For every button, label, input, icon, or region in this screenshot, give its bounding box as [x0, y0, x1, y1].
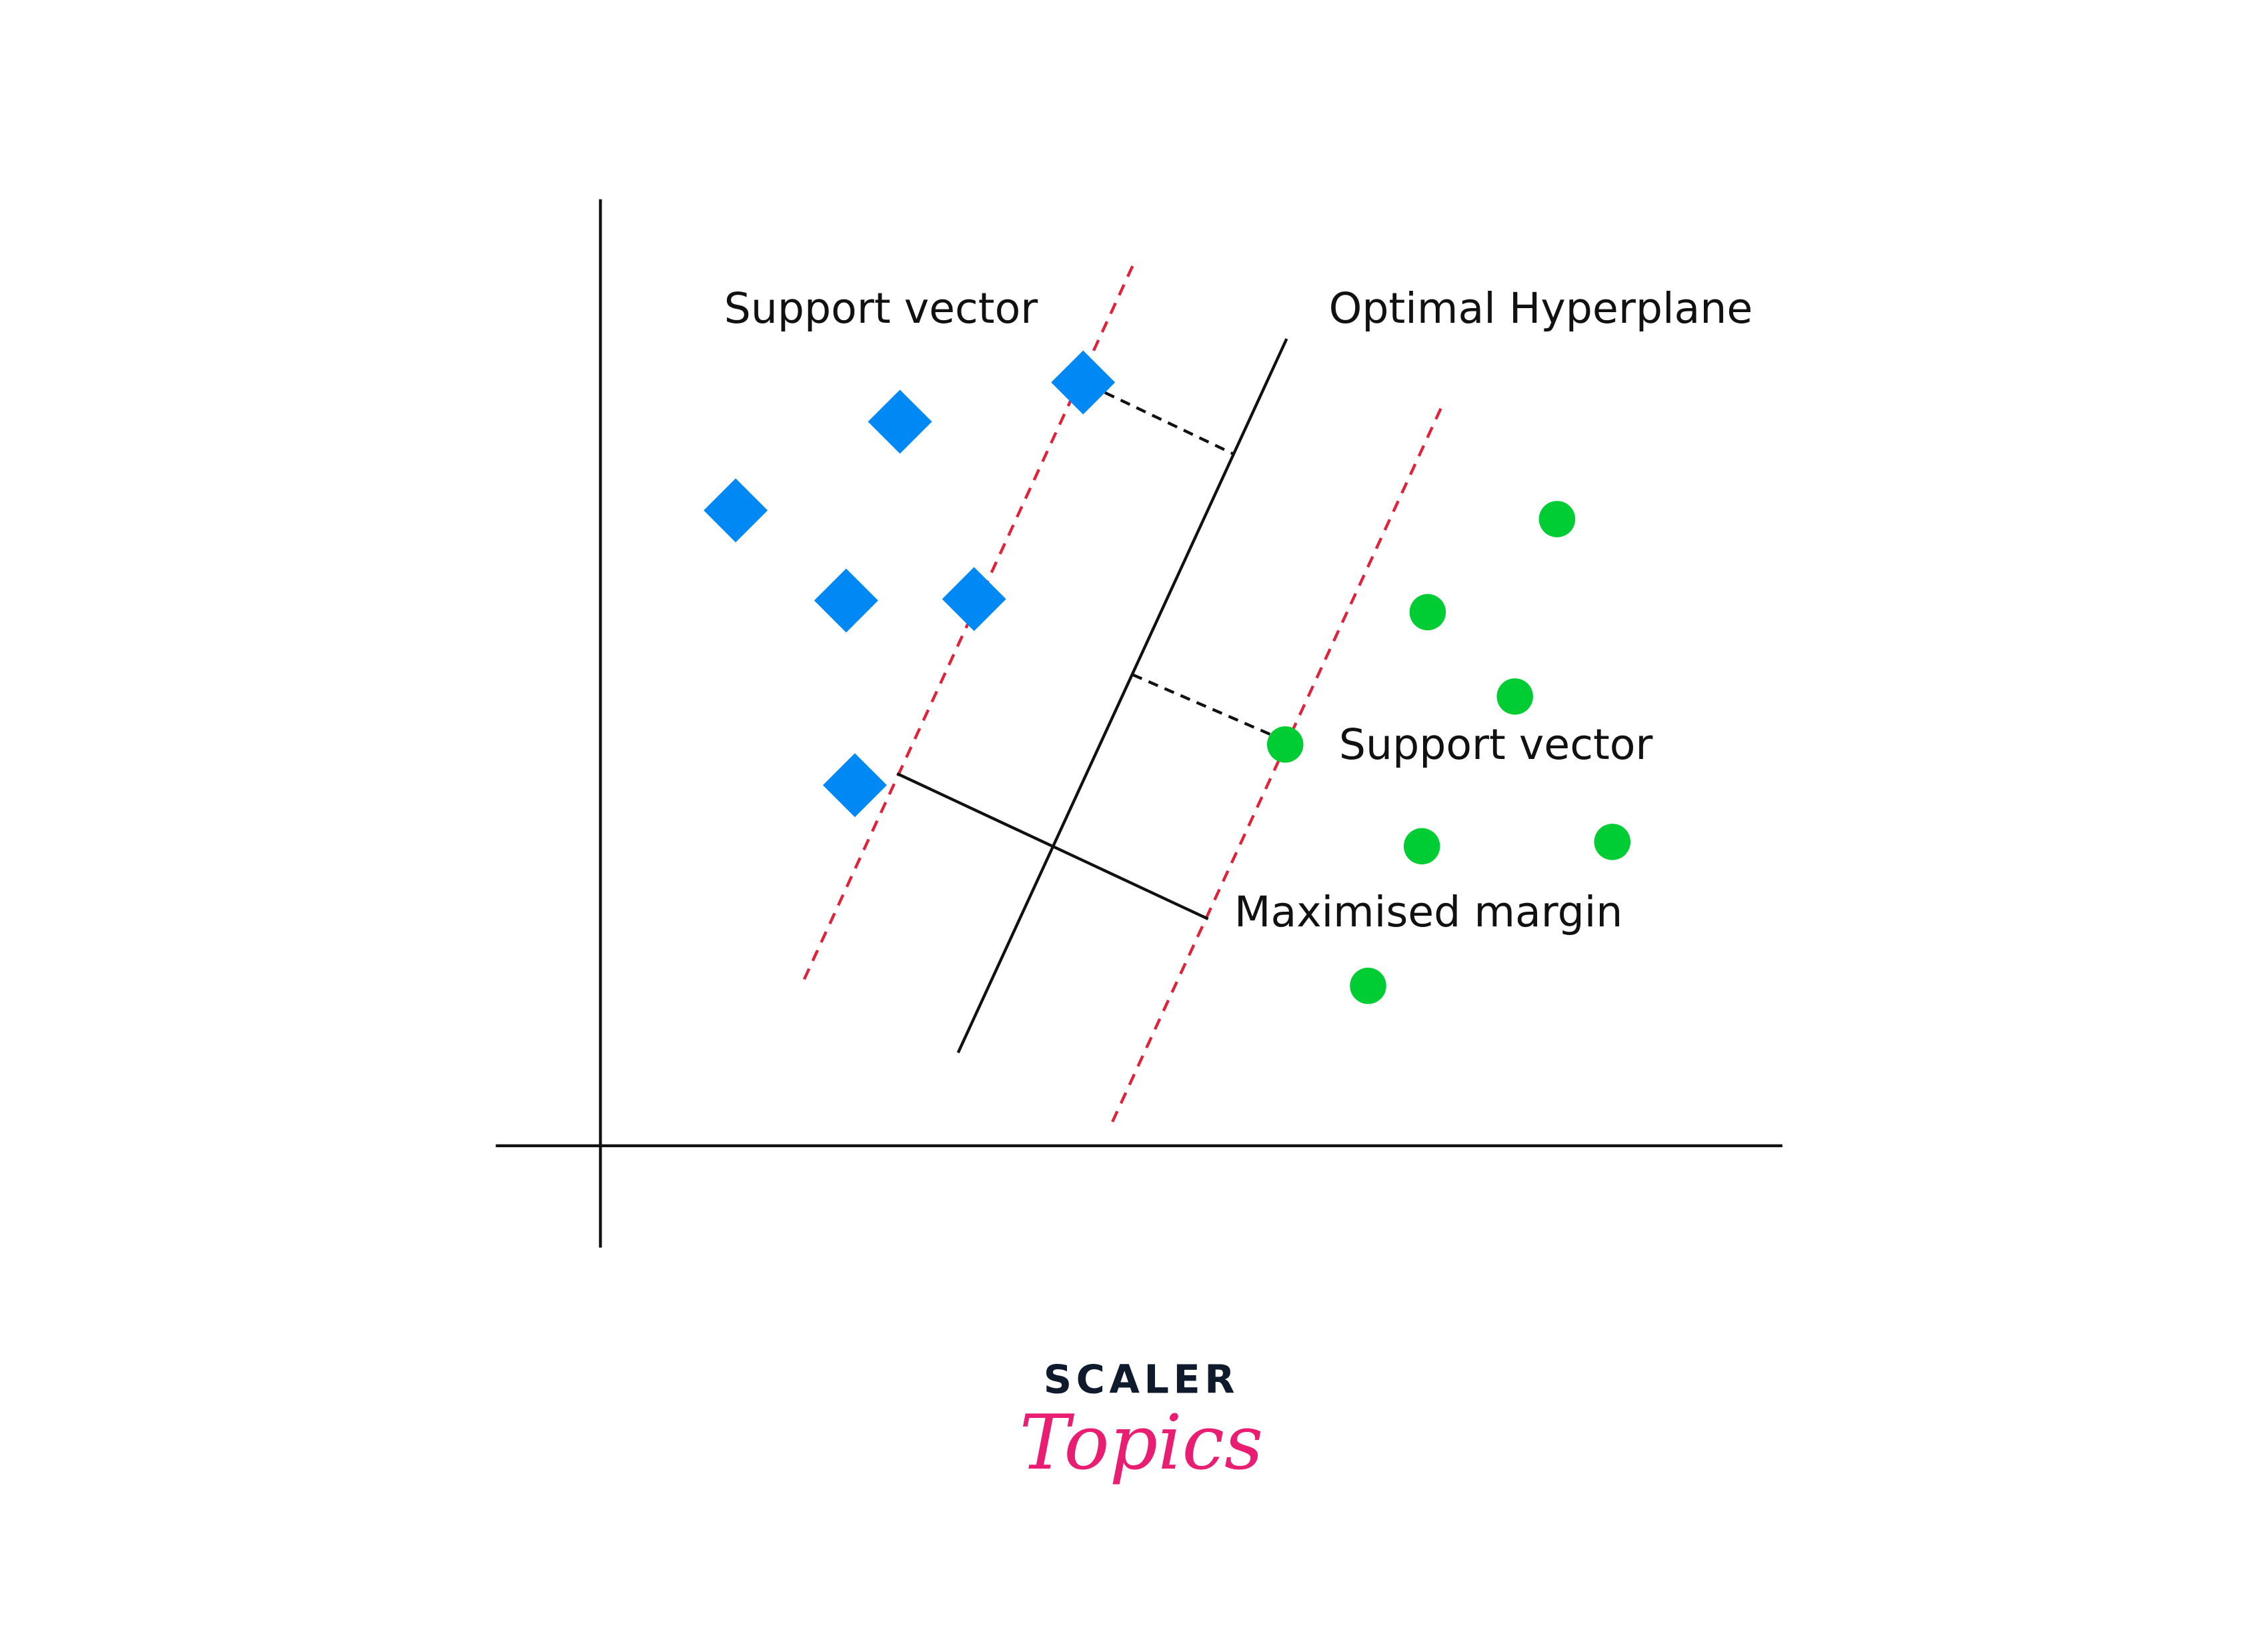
- class-b-point: [1350, 967, 1386, 1004]
- class-a-point: [814, 568, 878, 633]
- logo-scaler: SCALER: [1044, 1357, 1239, 1403]
- class-b-point: [1538, 501, 1576, 538]
- support-distance-bottom: [1132, 673, 1274, 738]
- support-distance-top: [1104, 391, 1234, 456]
- class-a-point: [1051, 350, 1116, 415]
- annotation-label: Optimal Hyperplane: [1329, 283, 1753, 333]
- class-a-point: [942, 567, 1006, 632]
- annotation-label: Support vector: [1339, 720, 1653, 769]
- class-a-point: [868, 389, 932, 454]
- scaler-topics-logo: SCALER Topics: [1020, 1357, 1264, 1487]
- annotation-label: Maximised margin: [1234, 887, 1622, 936]
- margin-boundary-right: [1109, 408, 1442, 1126]
- logo-topics: Topics: [1020, 1399, 1264, 1487]
- optimal-hyperplane: [956, 338, 1288, 1054]
- class-a-point: [704, 478, 768, 543]
- annotation-label: Support vector: [724, 283, 1038, 333]
- class-b-point: [1266, 726, 1304, 763]
- maximised-margin-line: [896, 772, 1209, 920]
- class-b-point: [1403, 828, 1440, 865]
- class-b-point: [1594, 824, 1631, 860]
- class-b-point: [1496, 678, 1533, 715]
- class-a-point: [822, 753, 887, 818]
- class-b-point: [1409, 594, 1446, 631]
